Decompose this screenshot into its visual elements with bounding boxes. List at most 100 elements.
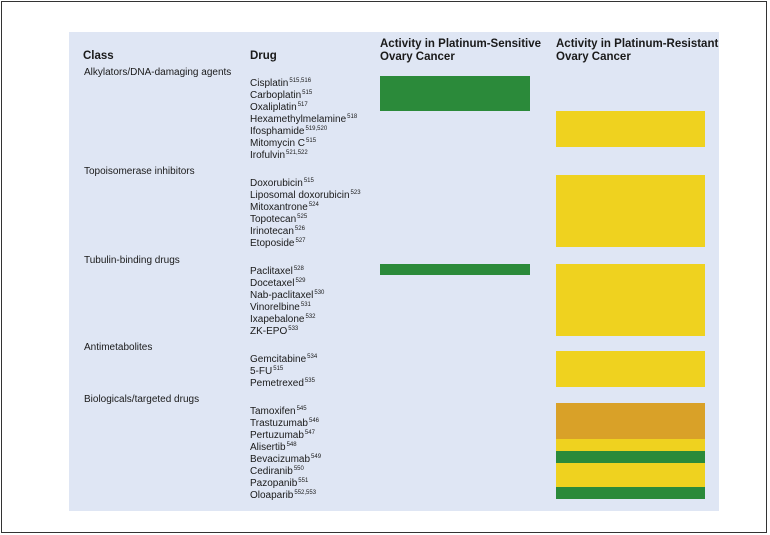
drug-ref: 532 xyxy=(305,314,316,320)
resistant-bar-alkylators xyxy=(556,111,705,147)
sensitive-bar-tubulin xyxy=(380,264,530,275)
drug-entry: 5-FU515 xyxy=(250,366,283,378)
drug-ref: 545 xyxy=(296,406,307,412)
drug-ref: 552,553 xyxy=(294,490,317,496)
class-label: Alkylators/DNA-damaging agents xyxy=(84,67,232,78)
sensitive-bar-alkylators xyxy=(380,76,530,111)
header-sensitive-line2: Ovary Cancer xyxy=(380,51,455,63)
drug-ref: 530 xyxy=(314,290,325,296)
drug-ref: 525 xyxy=(297,214,308,220)
drug-name: Docetaxel xyxy=(250,278,295,289)
drug-entry: Oloaparib552,553 xyxy=(250,490,316,502)
drug-entry: Paclitaxel528 xyxy=(250,266,304,278)
drug-name: Bevacizumab xyxy=(250,454,311,465)
drug-ref: 526 xyxy=(294,226,305,232)
drug-entry: Vinorelbine531 xyxy=(250,302,311,314)
drug-entry: Mitoxantrone524 xyxy=(250,202,319,214)
drug-entry: Docetaxel529 xyxy=(250,278,305,290)
drug-entry: Liposomal doxorubicin523 xyxy=(250,190,361,202)
drug-ref: 523 xyxy=(350,190,361,196)
drug-entry: Trastuzumab546 xyxy=(250,418,319,430)
drug-ref: 518 xyxy=(347,114,358,120)
drug-name: Mitomycin C xyxy=(250,138,306,149)
drug-name: Etoposide xyxy=(250,238,295,249)
drug-entry: Pertuzumab547 xyxy=(250,430,315,442)
drug-ref: 535 xyxy=(304,378,315,384)
drug-name: Vinorelbine xyxy=(250,302,300,313)
drug-entry: Pemetrexed535 xyxy=(250,378,315,390)
class-label: Antimetabolites xyxy=(84,342,153,353)
drug-entry: Mitomycin C515 xyxy=(250,138,316,150)
drug-entry: ZK-EPO533 xyxy=(250,326,298,338)
drug-ref: 550 xyxy=(293,466,304,472)
drug-entry: Etoposide527 xyxy=(250,238,306,250)
resistant-bar-tki xyxy=(556,463,705,487)
drug-name: Pazopanib xyxy=(250,478,298,489)
drug-name: Paclitaxel xyxy=(250,266,293,277)
drug-ref: 548 xyxy=(286,442,297,448)
drug-ref: 515,516 xyxy=(289,78,312,84)
drug-name: Cediranib xyxy=(250,466,293,477)
drug-name: 5-FU xyxy=(250,366,273,377)
drug-entry: Alisertib548 xyxy=(250,442,297,454)
resistant-bar-alisertib xyxy=(556,439,705,451)
drug-ref: 515 xyxy=(306,138,317,144)
header-sensitive-line1: Activity in Platinum-Sensitive xyxy=(380,38,542,50)
drug-entry: Doxorubicin515 xyxy=(250,178,314,190)
drug-entry: Carboplatin515 xyxy=(250,90,312,102)
drug-ref: 519,520 xyxy=(305,126,328,132)
drug-name: Oxaliplatin xyxy=(250,102,297,113)
drug-entry: Topotecan525 xyxy=(250,214,307,226)
drug-name: Oloaparib xyxy=(250,490,294,501)
drug-entry: Hexamethylmelamine518 xyxy=(250,114,357,126)
drug-ref: 521,522 xyxy=(286,150,308,156)
drug-name: Ixapebalone xyxy=(250,314,305,325)
drug-entry: Nab-paclitaxel530 xyxy=(250,290,324,302)
drug-name: ZK-EPO xyxy=(250,326,288,337)
drug-entry: Bevacizumab549 xyxy=(250,454,321,466)
drug-entry: Cisplatin515,516 xyxy=(250,78,311,90)
drug-ref: 515 xyxy=(303,178,314,184)
resistant-bar-parp xyxy=(556,487,705,499)
drug-ref: 515 xyxy=(302,90,313,96)
drug-entry: Cediranib550 xyxy=(250,466,304,478)
drug-entry: Tamoxifen545 xyxy=(250,406,307,418)
resistant-bar-hormonal-her2 xyxy=(556,403,705,439)
drug-name: Irofulvin xyxy=(250,150,286,161)
drug-entry: Oxaliplatin517 xyxy=(250,102,308,114)
header-class: Class xyxy=(83,50,114,62)
class-label: Topoisomerase inhibitors xyxy=(84,166,195,177)
drug-name: Pertuzumab xyxy=(250,430,304,441)
drug-ref: 534 xyxy=(307,354,318,360)
drug-entry: Irinotecan526 xyxy=(250,226,305,238)
drug-entry: Ixapebalone532 xyxy=(250,314,316,326)
drug-name: Mitoxantrone xyxy=(250,202,308,213)
drug-name: Topotecan xyxy=(250,214,297,225)
header-resistant-line1: Activity in Platinum-Resistant xyxy=(556,38,719,50)
drug-entry: Ifosphamide519,520 xyxy=(250,126,327,138)
drug-ref: 524 xyxy=(308,202,319,208)
drug-ref: 549 xyxy=(311,454,322,460)
drug-ref: 533 xyxy=(288,326,299,332)
drug-ref: 546 xyxy=(308,418,319,424)
drug-name: Gemcitabine xyxy=(250,354,307,365)
drug-ref: 517 xyxy=(297,102,308,108)
resistant-bar-bevacizumab xyxy=(556,451,705,463)
drug-entry: Irofulvin521,522 xyxy=(250,150,308,162)
class-label: Biologicals/targeted drugs xyxy=(84,394,200,405)
drug-name: Liposomal doxorubicin xyxy=(250,190,350,201)
header-drug: Drug xyxy=(250,50,277,62)
drug-ref: 527 xyxy=(295,238,306,244)
drug-ref: 515 xyxy=(273,366,284,372)
drug-entry: Gemcitabine534 xyxy=(250,354,317,366)
drug-ref: 551 xyxy=(298,478,309,484)
drug-name: Alisertib xyxy=(250,442,286,453)
drug-ref: 547 xyxy=(304,430,315,436)
drug-name: Nab-paclitaxel xyxy=(250,290,314,301)
drug-name: Trastuzumab xyxy=(250,418,308,429)
drug-name: Pemetrexed xyxy=(250,378,304,389)
drug-name: Doxorubicin xyxy=(250,178,303,189)
drug-ref: 528 xyxy=(293,266,304,272)
drug-name: Ifosphamide xyxy=(250,126,305,137)
drug-ref: 531 xyxy=(300,302,311,308)
